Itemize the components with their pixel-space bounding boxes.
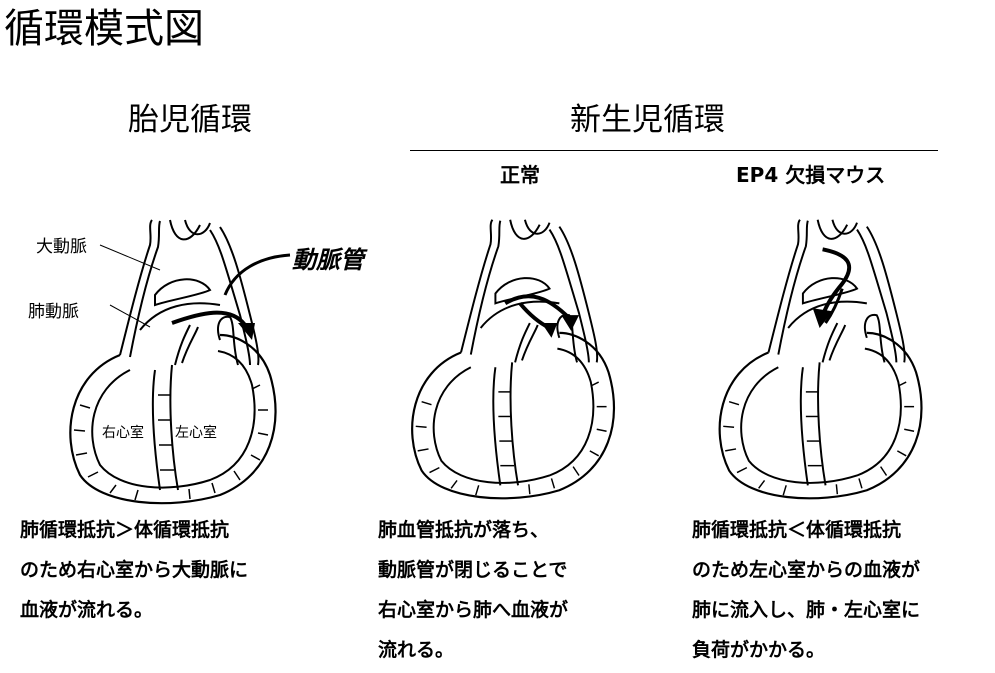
ep4-heading: EP4 欠損マウス	[736, 163, 886, 187]
pulmonary-artery-label: 肺動脈	[28, 302, 79, 322]
description-line: 肺循環抵抗＞体循環抵抗	[20, 519, 230, 541]
neonatal-circulation-heading: 新生児循環	[570, 102, 725, 138]
reverse-flow-arrow	[820, 247, 851, 316]
description-line: 肺血管抵抗が落ち、	[378, 519, 550, 541]
normal-heading: 正常	[500, 163, 540, 187]
flow-arrow	[171, 310, 247, 327]
ductus-pointer-arrow	[223, 253, 291, 296]
description-line: のため左心室からの血液が	[692, 559, 921, 581]
fetal-description: 肺循環抵抗＞体循環抵抗 のため右心室から大動脈に 血液が流れる。	[20, 510, 248, 630]
description-line: 流れる。	[378, 639, 455, 661]
page-title: 循環模式図	[4, 6, 204, 52]
flow-arrow-secondary	[824, 288, 844, 324]
flow-arrowhead	[541, 323, 558, 338]
description-line: 肺循環抵抗＜体循環抵抗	[692, 519, 902, 541]
description-line: 右心室から肺へ血液が	[378, 599, 569, 621]
heading-divider	[410, 150, 938, 151]
normal-neonatal-heart-diagram	[411, 218, 616, 500]
normal-description: 肺血管抵抗が落ち、 動脈管が閉じることで 右心室から肺へ血液が 流れる。	[378, 510, 568, 670]
aorta-label: 大動脈	[36, 237, 87, 257]
right-ventricle-label: 右心室	[102, 425, 144, 441]
fetal-heart-diagram	[69, 218, 291, 505]
fetal-circulation-heading: 胎児循環	[128, 102, 252, 138]
flow-arrowhead	[561, 315, 580, 331]
description-line: 肺に流入し、肺・左心室に	[692, 599, 921, 621]
description-line: のため右心室から大動脈に	[20, 559, 249, 581]
flow-arrowhead	[238, 323, 255, 340]
left-ventricle-label: 左心室	[175, 425, 217, 441]
ductus-arteriosus-label: 動脈管	[292, 246, 364, 274]
flow-arrow-upper	[504, 294, 571, 320]
description-line: 血液が流れる。	[20, 599, 154, 621]
description-line: 負荷がかかる。	[692, 639, 826, 661]
ep4-description: 肺循環抵抗＜体循環抵抗 のため左心室からの血液が 肺に流入し、肺・左心室に 負荷…	[692, 510, 920, 670]
ep4-knockout-heart-diagram	[718, 218, 923, 500]
description-line: 動脈管が閉じることで	[378, 559, 568, 581]
flow-arrowhead	[812, 308, 833, 328]
aorta-leader-line	[99, 244, 161, 271]
pa-leader-line	[109, 304, 151, 328]
